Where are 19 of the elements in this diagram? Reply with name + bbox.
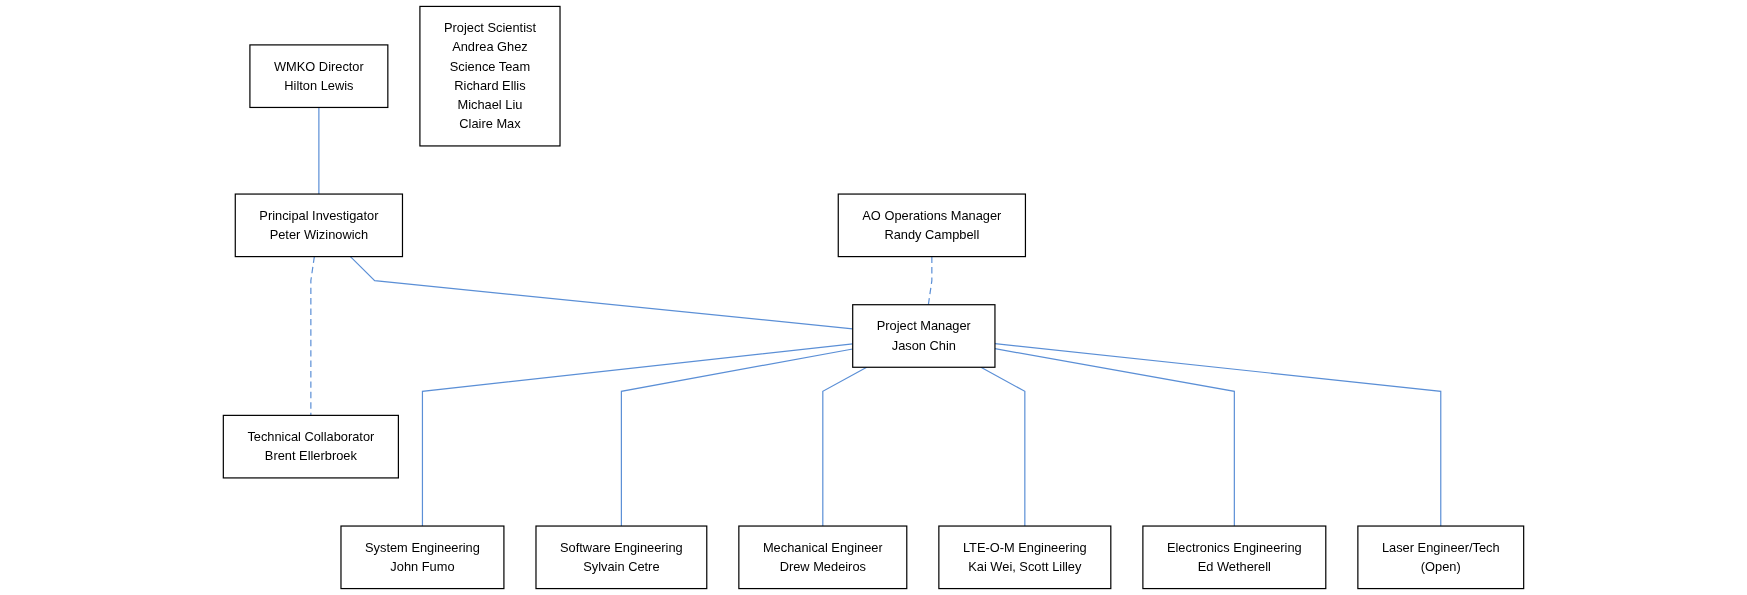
node-box: Technical Collaborator Brent Ellerbroek	[222, 414, 399, 479]
connector	[994, 343, 1442, 527]
node-box: Electronics Engineering Ed Wetherell	[1142, 525, 1327, 590]
connector	[318, 106, 320, 195]
node-box: Project Manager Jason Chin	[852, 304, 996, 368]
node-box: Project Scientist Andrea Ghez Science Team Richard Ellis Michael Liu Claire Max	[419, 5, 561, 147]
connector	[980, 366, 1026, 527]
connector	[310, 256, 315, 416]
node-box: Principal Investigator Peter Wizinowich	[234, 193, 404, 258]
node-box: Software Engineering Sylvain Cetre	[535, 525, 708, 590]
node-box: AO Operations Manager Randy Campbell	[837, 193, 1027, 258]
connector	[822, 366, 868, 527]
connector	[927, 256, 933, 306]
node-box: System Engineering John Fumo	[340, 525, 505, 590]
node-box: LTE-O-M Engineering Kai Wei, Scott Lilley	[938, 525, 1112, 590]
connector	[994, 348, 1235, 527]
node-box: Laser Engineer/Tech (Open)	[1357, 525, 1525, 590]
node-box: WMKO Director Hilton Lewis	[249, 44, 389, 109]
node-box: Mechanical Engineer Drew Medeiros	[738, 525, 908, 590]
